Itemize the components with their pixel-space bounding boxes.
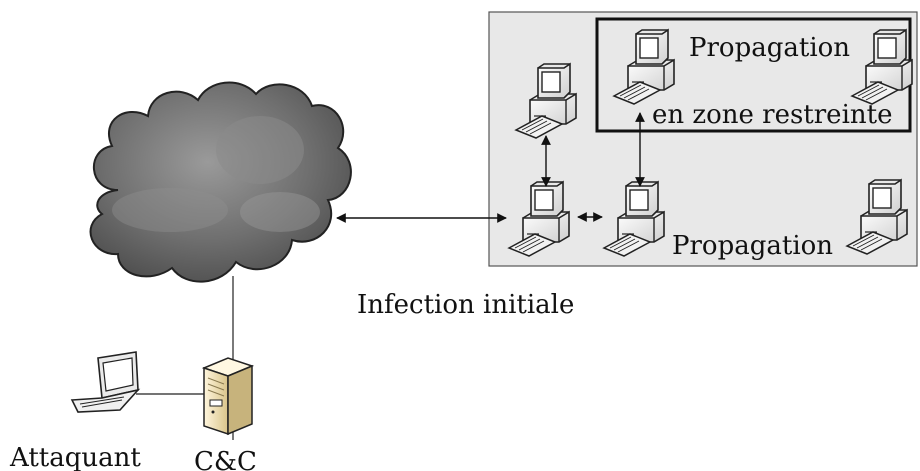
server-tower-icon <box>201 357 255 436</box>
internet-cloud-icon <box>89 81 352 283</box>
laptop-icon <box>70 351 141 413</box>
attacker-label: Attaquant <box>9 443 141 471</box>
cnc-label: C&C <box>194 447 257 471</box>
initial-infection-label: Infection initiale <box>357 290 574 320</box>
restricted-zone-label: en zone restreinte <box>652 100 892 130</box>
propagation-label: Propagation <box>672 231 833 261</box>
propagation-restricted-label: Propagation <box>689 33 850 63</box>
